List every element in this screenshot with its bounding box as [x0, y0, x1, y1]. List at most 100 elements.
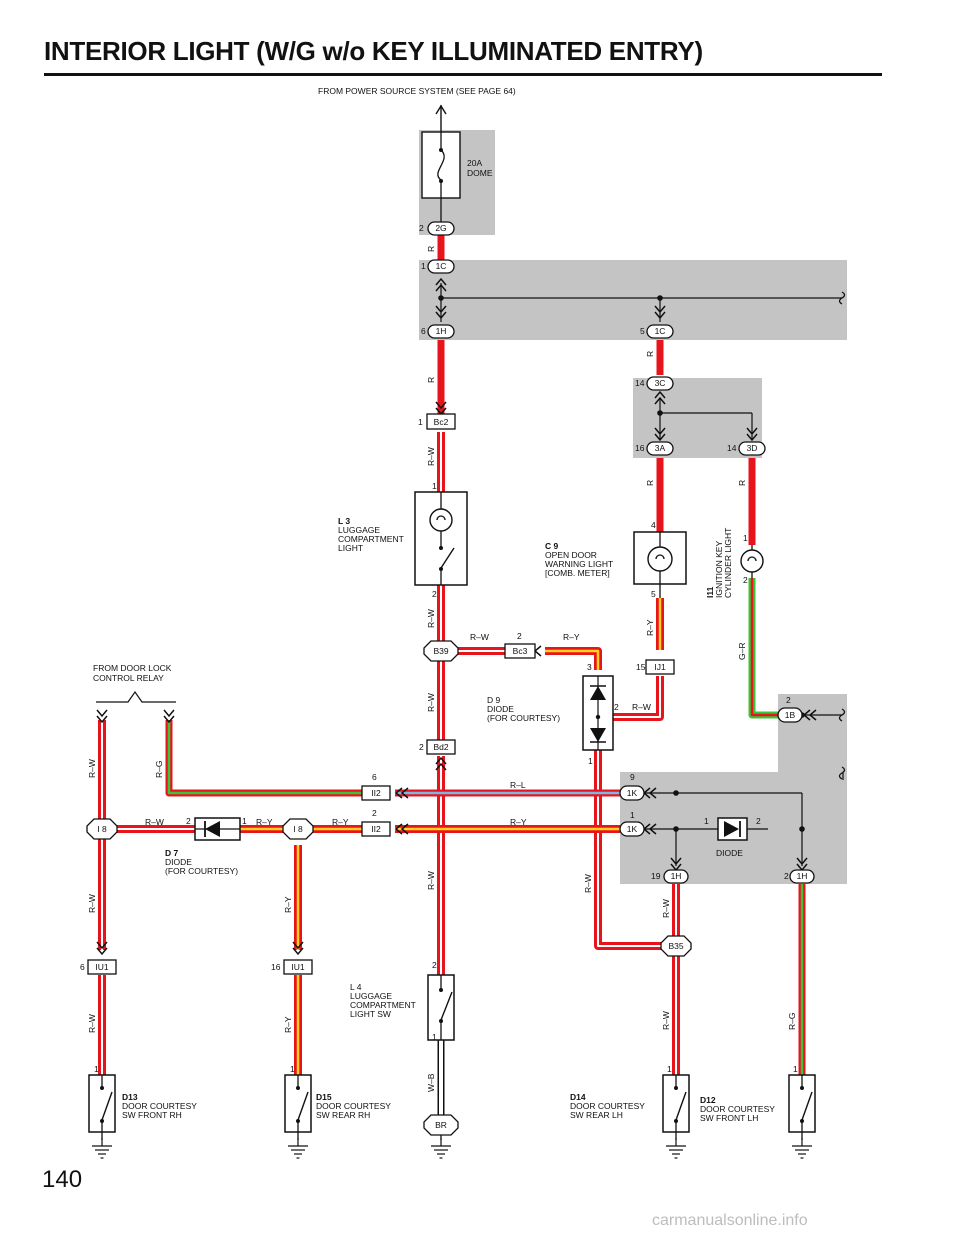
pin-d9-3: 3 — [587, 662, 592, 672]
pin-2g: 2 — [419, 223, 424, 233]
d15-code: D15 — [316, 1092, 332, 1102]
pin-1c-5: 5 — [640, 326, 645, 336]
pin-l3-1: 1 — [432, 481, 437, 491]
connector-br: BR — [435, 1120, 447, 1130]
pin-d15-1: 1 — [290, 1064, 295, 1074]
d9-line2: (FOR COURTESY) — [487, 713, 560, 723]
pin-1h-19: 19 — [651, 871, 661, 881]
wire-runs — [98, 235, 806, 1115]
wire-label-28: R–Y — [332, 817, 349, 827]
door-lock-label-1: FROM DOOR LOCK — [93, 663, 172, 673]
wire-label-1: R — [426, 246, 436, 252]
pin-ij1-15: 15 — [636, 662, 646, 672]
open-door-warning-light-c9 — [633, 531, 687, 598]
connector-1c-b: 1C — [655, 326, 666, 336]
l4-code: L 4 — [350, 982, 362, 992]
door-lock-brace — [96, 690, 176, 703]
connector-b35: B35 — [668, 941, 683, 951]
pin-3c-14: 14 — [635, 378, 645, 388]
connector-iu1-a: IU1 — [95, 962, 109, 972]
d7-code: D 7 — [165, 848, 179, 858]
d15-line1: DOOR COURTESY — [316, 1101, 391, 1111]
pin-1k-1: 1 — [630, 810, 635, 820]
l4-line2: COMPARTMENT — [350, 1000, 416, 1010]
wire-label-13: G–R — [737, 643, 747, 660]
l3-line1: LUGGAGE — [338, 525, 380, 535]
d9-code: D 9 — [487, 695, 501, 705]
wire-label-29: W–B — [426, 1073, 436, 1092]
junction-bus-lines — [440, 283, 844, 866]
connector-i8-b: I 8 — [293, 824, 303, 834]
d14-line2: SW REAR LH — [570, 1110, 623, 1120]
wire-label-24: R–W — [87, 1014, 97, 1033]
wire-label-21: R–Y — [283, 896, 293, 913]
square-connectors — [87, 413, 675, 975]
luggage-light-switch-l4 — [427, 974, 455, 1041]
junction-diode — [717, 817, 748, 841]
oval-connectors — [427, 221, 815, 884]
connector-3d: 3D — [747, 443, 758, 453]
pin-1b-2: 2 — [786, 695, 791, 705]
door-switch-d14 — [662, 1074, 690, 1159]
wire-label-30: R–W — [145, 817, 164, 827]
diode-d7 — [194, 817, 241, 841]
splice-octagons — [86, 640, 692, 1136]
pin-1k-9: 9 — [630, 772, 635, 782]
wire-label-12: R–W — [632, 702, 651, 712]
d15-line2: SW REAR RH — [316, 1110, 370, 1120]
wire-label-22: R–W — [583, 874, 593, 893]
pin-d12-1: 1 — [793, 1064, 798, 1074]
pin-1c: 1 — [421, 261, 426, 271]
connector-1h-c: 1H — [797, 871, 808, 881]
page-title: INTERIOR LIGHT (W/G w/o KEY ILLUMINATED … — [44, 36, 703, 66]
connector-1b: 1B — [785, 710, 796, 720]
pin-ii2-2: 2 — [372, 808, 377, 818]
connector-3c: 3C — [655, 378, 666, 388]
i11-line1: IGNITION KEY — [714, 541, 724, 598]
wire-label-8: R–W — [470, 632, 489, 642]
source-label: FROM POWER SOURCE SYSTEM (SEE PAGE 64) — [318, 86, 516, 96]
pin-d7-2: 2 — [186, 816, 191, 826]
connector-ij1: IJ1 — [654, 662, 666, 672]
door-switch-d15 — [284, 1074, 312, 1159]
pin-i11-2: 2 — [743, 575, 748, 585]
connector-1h-b: 1H — [671, 871, 682, 881]
d7-line2: (FOR COURTESY) — [165, 866, 238, 876]
pin-bc2-1: 1 — [418, 417, 423, 427]
wire-label-14: R–W — [87, 759, 97, 778]
power-source-arrow — [435, 104, 447, 132]
pin-1h-2: 2 — [784, 871, 789, 881]
pin-l4-1: 1 — [432, 1032, 437, 1042]
fuse-symbol — [421, 131, 461, 222]
d14-code: D14 — [570, 1092, 586, 1102]
pin-d9-1: 1 — [588, 756, 593, 766]
pin-d13-1: 1 — [94, 1064, 99, 1074]
break-marks — [838, 291, 846, 780]
c9-line3: [COMB. METER] — [545, 568, 610, 578]
l4-line3: LIGHT SW — [350, 1009, 391, 1019]
ground-br — [430, 1132, 452, 1159]
wire-label-27: R–G — [787, 1013, 797, 1030]
connector-1k-a: 1K — [627, 788, 638, 798]
connector-2g: 2G — [435, 223, 446, 233]
junction-diode-label: DIODE — [716, 848, 743, 858]
wire-label-7: R–W — [426, 609, 436, 628]
pin-l4-2: 2 — [432, 960, 437, 970]
l3-line3: LIGHT — [338, 543, 363, 553]
pin-3d-14: 14 — [727, 443, 737, 453]
d12-code: D12 — [700, 1095, 716, 1105]
connector-bd2: Bd2 — [433, 742, 448, 752]
connector-bc3: Bc3 — [513, 646, 528, 656]
wire-label-15: R–G — [154, 761, 164, 778]
wire-label-26: R–W — [661, 1011, 671, 1030]
l3-code: L 3 — [338, 516, 350, 526]
pin-1h-6: 6 — [421, 326, 426, 336]
pin-c9-4: 4 — [651, 520, 656, 530]
door-lock-label-2: CONTROL RELAY — [93, 673, 164, 683]
wire-label-2: R — [426, 377, 436, 383]
connector-1k-b: 1K — [627, 824, 638, 834]
connector-bc2: Bc2 — [434, 417, 449, 427]
connector-i8-a: I 8 — [97, 824, 107, 834]
wire-label-10: R–Y — [563, 632, 580, 642]
